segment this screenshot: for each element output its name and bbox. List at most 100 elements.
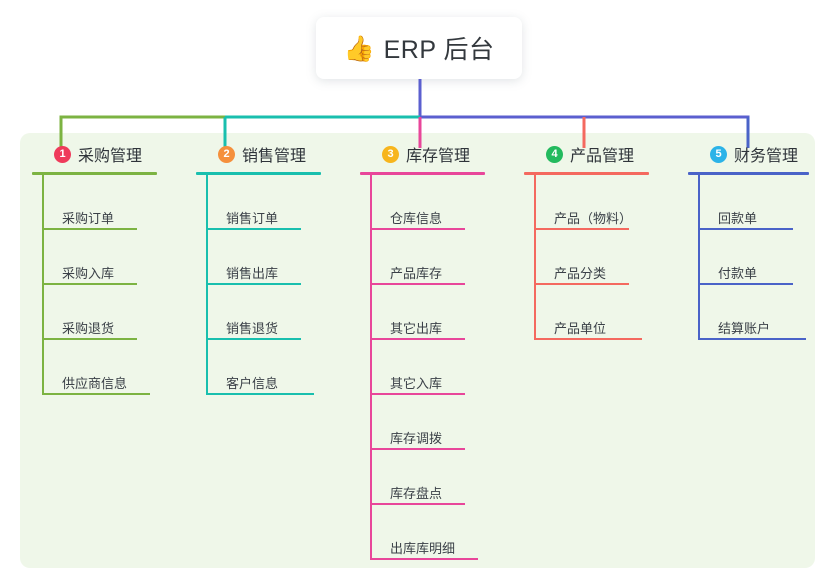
branch-item-underline [370, 448, 465, 450]
branch-item-label: 其它出库 [390, 321, 443, 336]
branch-spine [698, 175, 700, 340]
branch-item[interactable]: 库存调拨 [370, 395, 525, 450]
branch-item-underline [42, 228, 137, 230]
branch-item-list: 回款单付款单结算账户 [688, 175, 839, 340]
branch-item-underline [370, 558, 478, 560]
branch-item-underline [206, 228, 301, 230]
thumbs-up-icon: 👍 [343, 34, 375, 63]
branch-title: 财务管理 [734, 148, 799, 165]
branch-column-2: 2 销售管理销售订单销售出库销售退货客户信息 [196, 142, 361, 395]
branch-number-badge: 5 [710, 145, 727, 163]
branch-item[interactable]: 库存盘点 [370, 450, 525, 505]
branch-item-underline [42, 393, 150, 395]
branch-item-label: 其它入库 [390, 376, 443, 391]
branches-panel [20, 133, 815, 568]
branch-column-5: 5 财务管理回款单付款单结算账户 [688, 142, 839, 340]
branch-item-underline [698, 283, 793, 285]
branch-item-label: 销售出库 [226, 266, 279, 281]
branch-number-badge: 2 [218, 145, 235, 163]
branch-item[interactable]: 产品单位 [534, 285, 689, 340]
branch-item-label: 采购订单 [62, 211, 115, 226]
branch-underline [524, 172, 649, 175]
branch-item-label: 产品（物料） [554, 211, 633, 226]
branch-underline [196, 172, 321, 175]
branch-item-underline [534, 283, 629, 285]
branch-item-label: 采购退货 [62, 321, 115, 336]
branch-item-label: 出库库明细 [390, 541, 456, 556]
branch-spine [206, 175, 208, 395]
branch-item[interactable]: 仓库信息 [370, 175, 525, 230]
branch-item-underline [370, 228, 465, 230]
branch-spine [370, 175, 372, 560]
branch-item-underline [206, 283, 301, 285]
branch-item-underline [42, 283, 137, 285]
branch-item-label: 产品单位 [554, 321, 607, 336]
branch-item-label: 产品库存 [390, 266, 443, 281]
branch-item-label: 销售订单 [226, 211, 279, 226]
branch-underline [360, 172, 485, 175]
branch-item[interactable]: 销售订单 [206, 175, 361, 230]
branch-item-label: 付款单 [718, 266, 758, 281]
branch-item-underline [42, 338, 137, 340]
branch-title: 库存管理 [406, 148, 471, 165]
branch-header-5[interactable]: 5 财务管理 [688, 142, 839, 166]
branch-item-underline [370, 338, 465, 340]
branch-number-badge: 4 [546, 145, 563, 163]
branch-column-1: 1 采购管理采购订单采购入库采购退货供应商信息 [32, 142, 197, 395]
branch-column-3: 3 库存管理仓库信息产品库存其它出库其它入库库存调拨库存盘点出库库明细 [360, 142, 525, 560]
branch-item-underline [534, 228, 629, 230]
branch-item[interactable]: 采购入库 [42, 230, 197, 285]
branch-header-4[interactable]: 4 产品管理 [524, 142, 689, 166]
root-node-card[interactable]: 👍 ERP 后台 [316, 17, 522, 79]
branch-item-underline [370, 283, 465, 285]
branch-item[interactable]: 其它入库 [370, 340, 525, 395]
branch-item[interactable]: 客户信息 [206, 340, 361, 395]
branch-item-list: 仓库信息产品库存其它出库其它入库库存调拨库存盘点出库库明细 [360, 175, 525, 560]
branch-item-label: 供应商信息 [62, 376, 128, 391]
branch-item[interactable]: 产品库存 [370, 230, 525, 285]
branch-spine [534, 175, 536, 340]
branch-item[interactable]: 产品分类 [534, 230, 689, 285]
branch-item-list: 采购订单采购入库采购退货供应商信息 [32, 175, 197, 395]
branch-header-1[interactable]: 1 采购管理 [32, 142, 197, 166]
branch-item-label: 产品分类 [554, 266, 607, 281]
branch-underline [32, 172, 157, 175]
branch-underline [688, 172, 809, 175]
branch-item[interactable]: 产品（物料） [534, 175, 689, 230]
branch-title: 采购管理 [78, 148, 143, 165]
branch-item[interactable]: 供应商信息 [42, 340, 197, 395]
branch-header-2[interactable]: 2 销售管理 [196, 142, 361, 166]
branch-title: 销售管理 [242, 148, 307, 165]
branch-item-label: 结算账户 [718, 321, 771, 336]
branch-column-4: 4 产品管理产品（物料） 产品分类产品单位 [524, 142, 689, 340]
branch-item[interactable]: 其它出库 [370, 285, 525, 340]
branch-item[interactable]: 销售出库 [206, 230, 361, 285]
branch-header-3[interactable]: 3 库存管理 [360, 142, 525, 166]
branch-item-underline [698, 228, 793, 230]
branch-item-label: 采购入库 [62, 266, 115, 281]
branch-item-list: 销售订单销售出库销售退货客户信息 [196, 175, 361, 395]
branch-item[interactable]: 回款单 [698, 175, 839, 230]
branch-item-label: 仓库信息 [390, 211, 443, 226]
branch-title: 产品管理 [570, 148, 635, 165]
branch-item[interactable]: 采购订单 [42, 175, 197, 230]
branch-number-badge: 3 [382, 145, 399, 163]
branch-item-underline [206, 393, 314, 395]
branch-item[interactable]: 销售退货 [206, 285, 361, 340]
root-node-title: ERP 后台 [383, 36, 495, 64]
branch-item-underline [698, 338, 806, 340]
branch-item-label: 库存调拨 [390, 431, 443, 446]
branch-item-underline [370, 503, 465, 505]
branch-item-label: 库存盘点 [390, 486, 443, 501]
branch-item[interactable]: 结算账户 [698, 285, 839, 340]
branch-item-label: 回款单 [718, 211, 758, 226]
branch-item-underline [206, 338, 301, 340]
branch-item-label: 客户信息 [226, 376, 279, 391]
branch-number-badge: 1 [54, 145, 71, 163]
branch-item[interactable]: 付款单 [698, 230, 839, 285]
branch-item[interactable]: 采购退货 [42, 285, 197, 340]
branch-item-underline [534, 338, 642, 340]
branch-item[interactable]: 出库库明细 [370, 505, 525, 560]
branch-item-list: 产品（物料） 产品分类产品单位 [524, 175, 689, 340]
